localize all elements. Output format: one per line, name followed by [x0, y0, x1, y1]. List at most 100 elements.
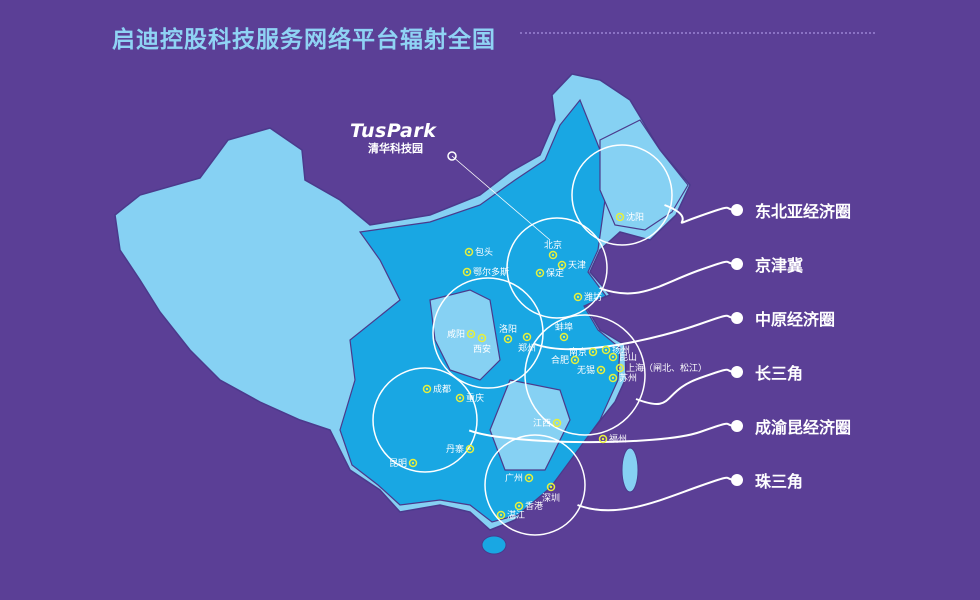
city-dot-center	[573, 358, 577, 362]
city-dot	[548, 250, 558, 260]
city-dot-center	[611, 376, 615, 380]
region-connector	[468, 422, 738, 444]
city-dot-center	[480, 336, 484, 340]
taiwan-island	[621, 447, 639, 493]
city-marker: 江西	[533, 418, 562, 429]
city-dot-center	[551, 253, 555, 257]
region-circle	[571, 144, 673, 246]
region-connector	[577, 476, 738, 512]
city-label: 扬州	[612, 344, 630, 356]
city-dot	[570, 355, 580, 365]
city-dot	[608, 352, 618, 362]
city-label: 广州	[505, 472, 523, 484]
city-label: 郑州	[518, 342, 536, 354]
city-dot-center	[467, 250, 471, 254]
city-marker: 南京	[569, 346, 598, 358]
city-dot	[462, 267, 472, 277]
region-label: 中原经济圈	[755, 310, 836, 329]
city-dot-center	[601, 437, 605, 441]
city-label: 南京	[569, 346, 587, 358]
city-label: 北京	[544, 239, 562, 251]
city-dot-center	[411, 461, 415, 465]
region-label: 东北亚经济圈	[755, 202, 852, 221]
region-dot	[731, 258, 743, 270]
city-dot	[465, 444, 475, 454]
region-circle	[524, 314, 646, 436]
city-label: 天津	[568, 260, 586, 271]
city-marker: 福州	[598, 433, 627, 445]
city-dot-center	[562, 335, 566, 339]
city-marker: 潍坊	[573, 291, 602, 303]
city-label: 洛阳	[499, 323, 517, 335]
region-connector	[599, 260, 738, 295]
city-dot-center	[599, 368, 603, 372]
city-marker: 北京	[544, 239, 562, 260]
city-label: 沈阳	[626, 211, 644, 223]
city-label: 湛江	[507, 510, 525, 521]
city-marker: 丹寨	[446, 443, 475, 455]
city-label: 合肥	[551, 354, 569, 366]
region-circle	[372, 367, 478, 473]
city-dot-center	[555, 421, 559, 425]
city-dot	[408, 458, 418, 468]
city-marker: 洛阳	[499, 323, 517, 344]
city-marker: 合肥	[551, 354, 580, 366]
city-dot	[422, 384, 432, 394]
city-dot	[503, 334, 513, 344]
city-marker: 天津	[557, 260, 586, 271]
region-dot	[731, 204, 743, 216]
city-label: 成都	[433, 383, 451, 395]
map-land	[114, 73, 691, 555]
city-dot-center	[549, 485, 553, 489]
inner-light-region	[429, 289, 501, 381]
city-marker: 沈阳	[615, 211, 644, 223]
city-marker: 重庆	[455, 392, 484, 404]
city-dot-center	[465, 270, 469, 274]
city-marker: 郑州	[518, 332, 536, 354]
city-marker: 湛江	[496, 510, 525, 521]
city-dot-center	[499, 513, 503, 517]
city-dot-center	[527, 476, 531, 480]
region-dot	[731, 420, 743, 432]
city-dot-center	[576, 295, 580, 299]
city-dot	[546, 482, 556, 492]
city-dot	[535, 268, 545, 278]
city-dot-center	[538, 271, 542, 275]
city-dot	[557, 260, 567, 270]
region-connector	[534, 314, 738, 351]
city-label: 蚌埠	[555, 321, 573, 333]
logo-pointer-dot	[447, 151, 457, 161]
city-dot	[522, 332, 532, 342]
region-circle	[506, 217, 608, 319]
city-dot	[524, 473, 534, 483]
city-dot-center	[458, 396, 462, 400]
city-label: 昆山	[619, 352, 637, 363]
city-label: 江西	[533, 418, 551, 429]
region-circle	[484, 434, 586, 536]
city-label: 无锡	[577, 365, 595, 376]
inner-light-region	[489, 379, 571, 471]
logo-text-cn: 清华科技园	[368, 142, 423, 155]
city-marker: 昆明	[389, 458, 418, 469]
city-label: 深圳	[542, 493, 560, 504]
logo-text-en: TusPark	[350, 120, 437, 142]
city-dot-center	[517, 504, 521, 508]
region-label: 成渝昆经济圈	[755, 418, 852, 437]
city-label: 昆明	[389, 458, 407, 469]
city-dot	[596, 365, 606, 375]
region-dot	[731, 366, 743, 378]
city-marker: 蚌埠	[555, 321, 573, 342]
city-marker: 成都	[422, 383, 451, 395]
city-dot	[601, 345, 611, 355]
city-marker: 广州	[505, 472, 534, 484]
city-marker: 昆山	[608, 352, 637, 363]
city-dot	[615, 212, 625, 222]
city-dot	[514, 501, 524, 511]
city-dot	[464, 247, 474, 257]
city-dot	[608, 373, 618, 383]
city-dot-center	[560, 263, 564, 267]
city-dot-center	[604, 348, 608, 352]
city-dot-center	[468, 447, 472, 451]
city-label: 西安	[473, 343, 491, 355]
